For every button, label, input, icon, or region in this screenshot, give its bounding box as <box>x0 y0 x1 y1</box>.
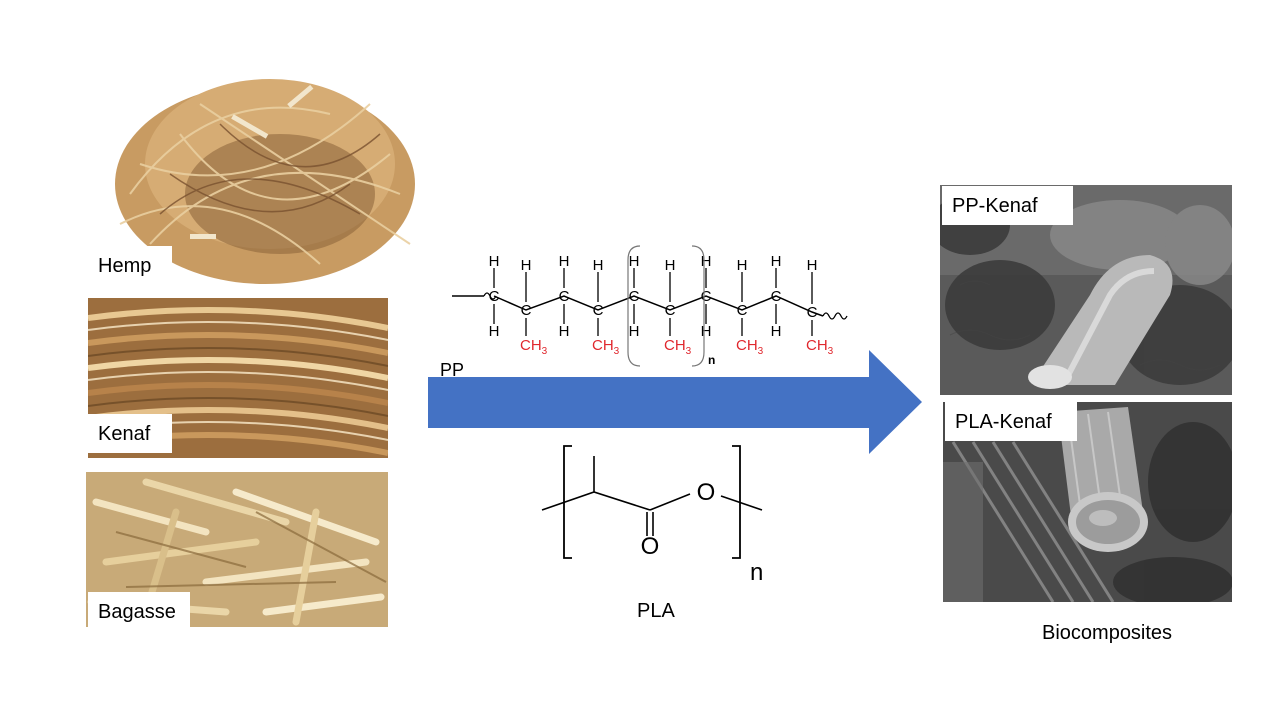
svg-text:CH3: CH3 <box>520 337 548 357</box>
svg-text:H: H <box>489 323 500 340</box>
svg-text:C: C <box>701 288 712 305</box>
svg-text:C: C <box>665 302 676 319</box>
svg-text:C: C <box>489 288 500 305</box>
svg-text:C: C <box>559 288 570 305</box>
fiber-label-hemp: Hemp <box>88 246 172 285</box>
pp-structure: C C C C C C C C C C H H H H H H H H H H … <box>448 240 858 370</box>
svg-text:C: C <box>629 288 640 305</box>
svg-text:C: C <box>737 302 748 319</box>
svg-text:C: C <box>593 302 604 319</box>
svg-text:H: H <box>629 323 640 340</box>
svg-text:H: H <box>559 323 570 340</box>
svg-text:C: C <box>521 302 532 319</box>
svg-text:H: H <box>771 253 782 270</box>
svg-text:C: C <box>807 304 818 321</box>
svg-text:C: C <box>771 288 782 305</box>
svg-text:CH3: CH3 <box>736 337 764 357</box>
svg-text:H: H <box>559 253 570 270</box>
svg-text:CH3: CH3 <box>806 337 834 357</box>
svg-text:CH3: CH3 <box>664 337 692 357</box>
panel-label-pla-kenaf: PLA-Kenaf <box>945 402 1077 441</box>
pla-structure: O O n <box>536 440 786 590</box>
svg-text:H: H <box>807 257 818 274</box>
svg-text:H: H <box>521 257 532 274</box>
pla-label: PLA <box>637 600 675 623</box>
fiber-label-bagasse: Bagasse <box>88 592 190 631</box>
svg-text:H: H <box>737 257 748 274</box>
svg-text:H: H <box>701 323 712 340</box>
svg-text:CH3: CH3 <box>592 337 620 357</box>
svg-text:H: H <box>593 257 604 274</box>
svg-text:O: O <box>697 479 716 506</box>
svg-text:n: n <box>708 353 715 367</box>
svg-text:H: H <box>629 253 640 270</box>
panel-label-pp-kenaf: PP-Kenaf <box>942 186 1073 225</box>
svg-text:H: H <box>665 257 676 274</box>
svg-text:n: n <box>750 559 763 586</box>
svg-text:H: H <box>771 323 782 340</box>
svg-text:H: H <box>489 253 500 270</box>
fiber-label-kenaf: Kenaf <box>88 414 172 453</box>
biocomposites-caption: Biocomposites <box>1042 622 1172 645</box>
svg-text:O: O <box>641 533 660 560</box>
svg-text:H: H <box>701 253 712 270</box>
